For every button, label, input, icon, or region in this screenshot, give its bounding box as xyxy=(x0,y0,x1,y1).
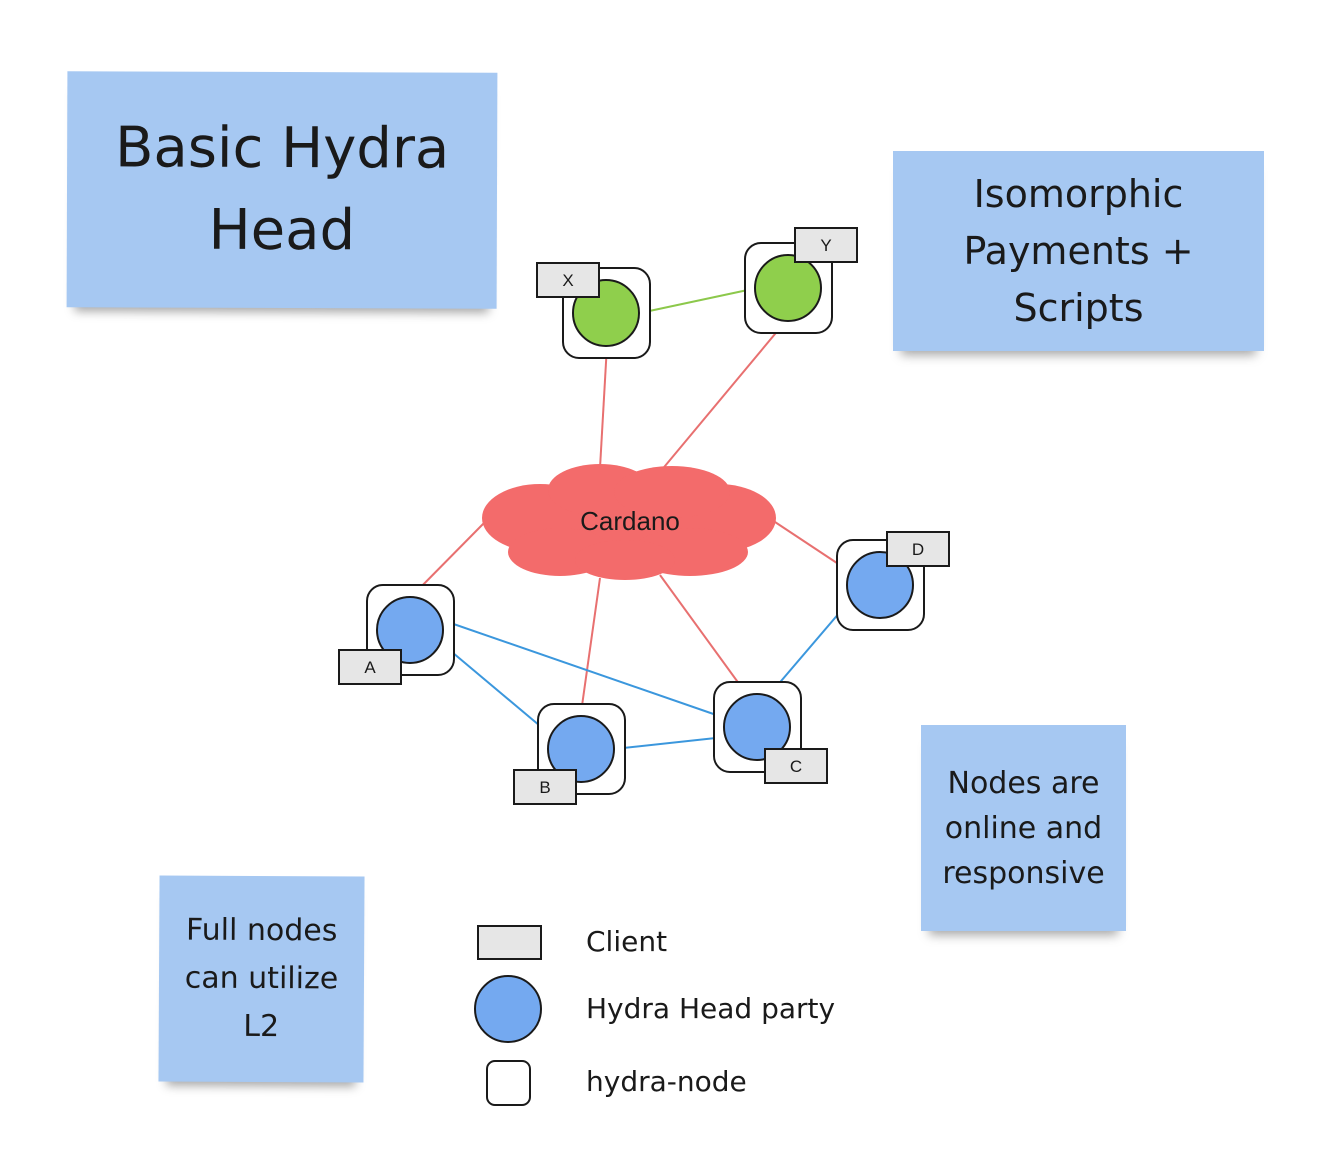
link-x-cardano xyxy=(599,344,608,469)
client-c xyxy=(764,748,828,784)
link-x-y xyxy=(639,287,758,314)
hydra-node-x: X xyxy=(536,262,651,359)
hydra-node-b: B xyxy=(513,703,626,805)
link-b-c xyxy=(613,736,726,750)
party-a xyxy=(376,596,444,664)
hydra-node-c: C xyxy=(713,681,828,784)
cardano-cloud xyxy=(482,464,776,580)
party-y xyxy=(754,254,822,322)
hydra-node-y: Y xyxy=(744,227,858,334)
party-b xyxy=(547,715,615,783)
client-x-label: X xyxy=(562,271,573,290)
legend-party-label: Hydra Head party xyxy=(586,992,836,1025)
link-cardano-c xyxy=(659,574,746,693)
legend-node-label: hydra-node xyxy=(586,1065,747,1098)
legend-node-swatch xyxy=(486,1060,531,1106)
hydra-node-d: D xyxy=(836,531,950,631)
isomorphic-sticky-note: Isomorphic Payments + Scripts xyxy=(893,151,1264,351)
link-cardano-b xyxy=(579,577,601,721)
link-a-c xyxy=(441,619,726,719)
link-y-cardano xyxy=(659,321,786,473)
legend-client-swatch xyxy=(477,925,542,960)
party-d xyxy=(846,551,914,619)
client-a xyxy=(338,649,402,685)
client-y-label: Y xyxy=(820,236,831,255)
legend-party-swatch xyxy=(474,975,542,1043)
client-x xyxy=(536,262,600,298)
nodes-online-sticky-note: Nodes are online and responsive xyxy=(921,725,1126,931)
legend-client-label: Client xyxy=(586,925,668,958)
client-c-label: C xyxy=(790,757,802,776)
client-d xyxy=(886,531,950,567)
client-y xyxy=(794,227,858,263)
isomorphic-text: Isomorphic Payments + Scripts xyxy=(963,171,1194,330)
client-a-label: A xyxy=(364,658,376,677)
nodes-online-text: Nodes are online and responsive xyxy=(942,765,1105,891)
party-c xyxy=(723,693,791,761)
hydra-node-a: A xyxy=(338,584,455,685)
cardano-label: Cardano xyxy=(580,506,680,536)
client-b-label: B xyxy=(539,778,550,797)
link-a-b xyxy=(439,641,553,737)
client-b xyxy=(513,769,577,805)
client-d-label: D xyxy=(912,540,924,559)
